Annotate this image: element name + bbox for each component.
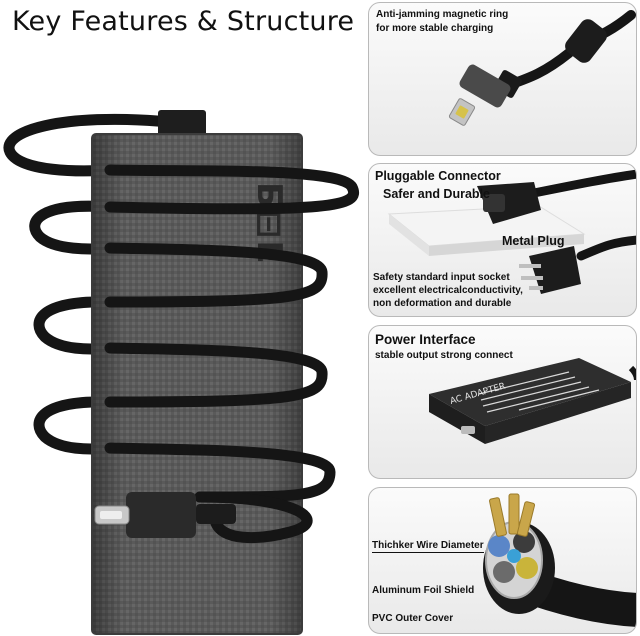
metal-plug-label: Metal Plug [502,234,565,248]
connector-line-2: excellent electricalconductivity, [373,285,523,296]
pluggable-connector-heading: Pluggable Connector [375,169,501,183]
connector-line-3: non deformation and durable [373,298,512,309]
pvc-cover-label: PVC Outer Cover [372,613,454,624]
cable-cross-section-image [483,493,636,627]
power-interface-heading: Power Interface [375,332,476,347]
hero-adapter-image: Б⊟Е [3,110,360,635]
panel-cable-structure: Thichker Wire Diameter Aluminum Foil Shi… [368,487,637,634]
page-title: Key Features & Structure [12,6,355,37]
magnetic-ring-line-2: for more stable charging [376,23,494,34]
power-interface-subheading: stable output strong connect [375,350,513,361]
magnetic-ring-line-1: Anti-jamming magnetic ring [376,9,509,20]
panel-magnetic-ring: Anti-jamming magnetic ring for more stab… [368,2,637,156]
foil-shield-label: Aluminum Foil Shield [372,585,475,596]
power-interface-image: AC ADAPTER [429,358,636,444]
connector-line-1: Safety standard input socket [373,272,510,283]
magnetic-ring-image [448,10,636,126]
pluggable-connector-subheading: Safer and Durable [383,187,490,201]
panel-power-interface: AC ADAPTER Power Interface stable output… [368,325,637,479]
pluggable-connector-image [387,169,636,294]
panel-pluggable-connector: Pluggable Connector Safer and Durable Me… [368,163,637,317]
wire-diameter-label: Thichker Wire Diameter [372,540,484,553]
